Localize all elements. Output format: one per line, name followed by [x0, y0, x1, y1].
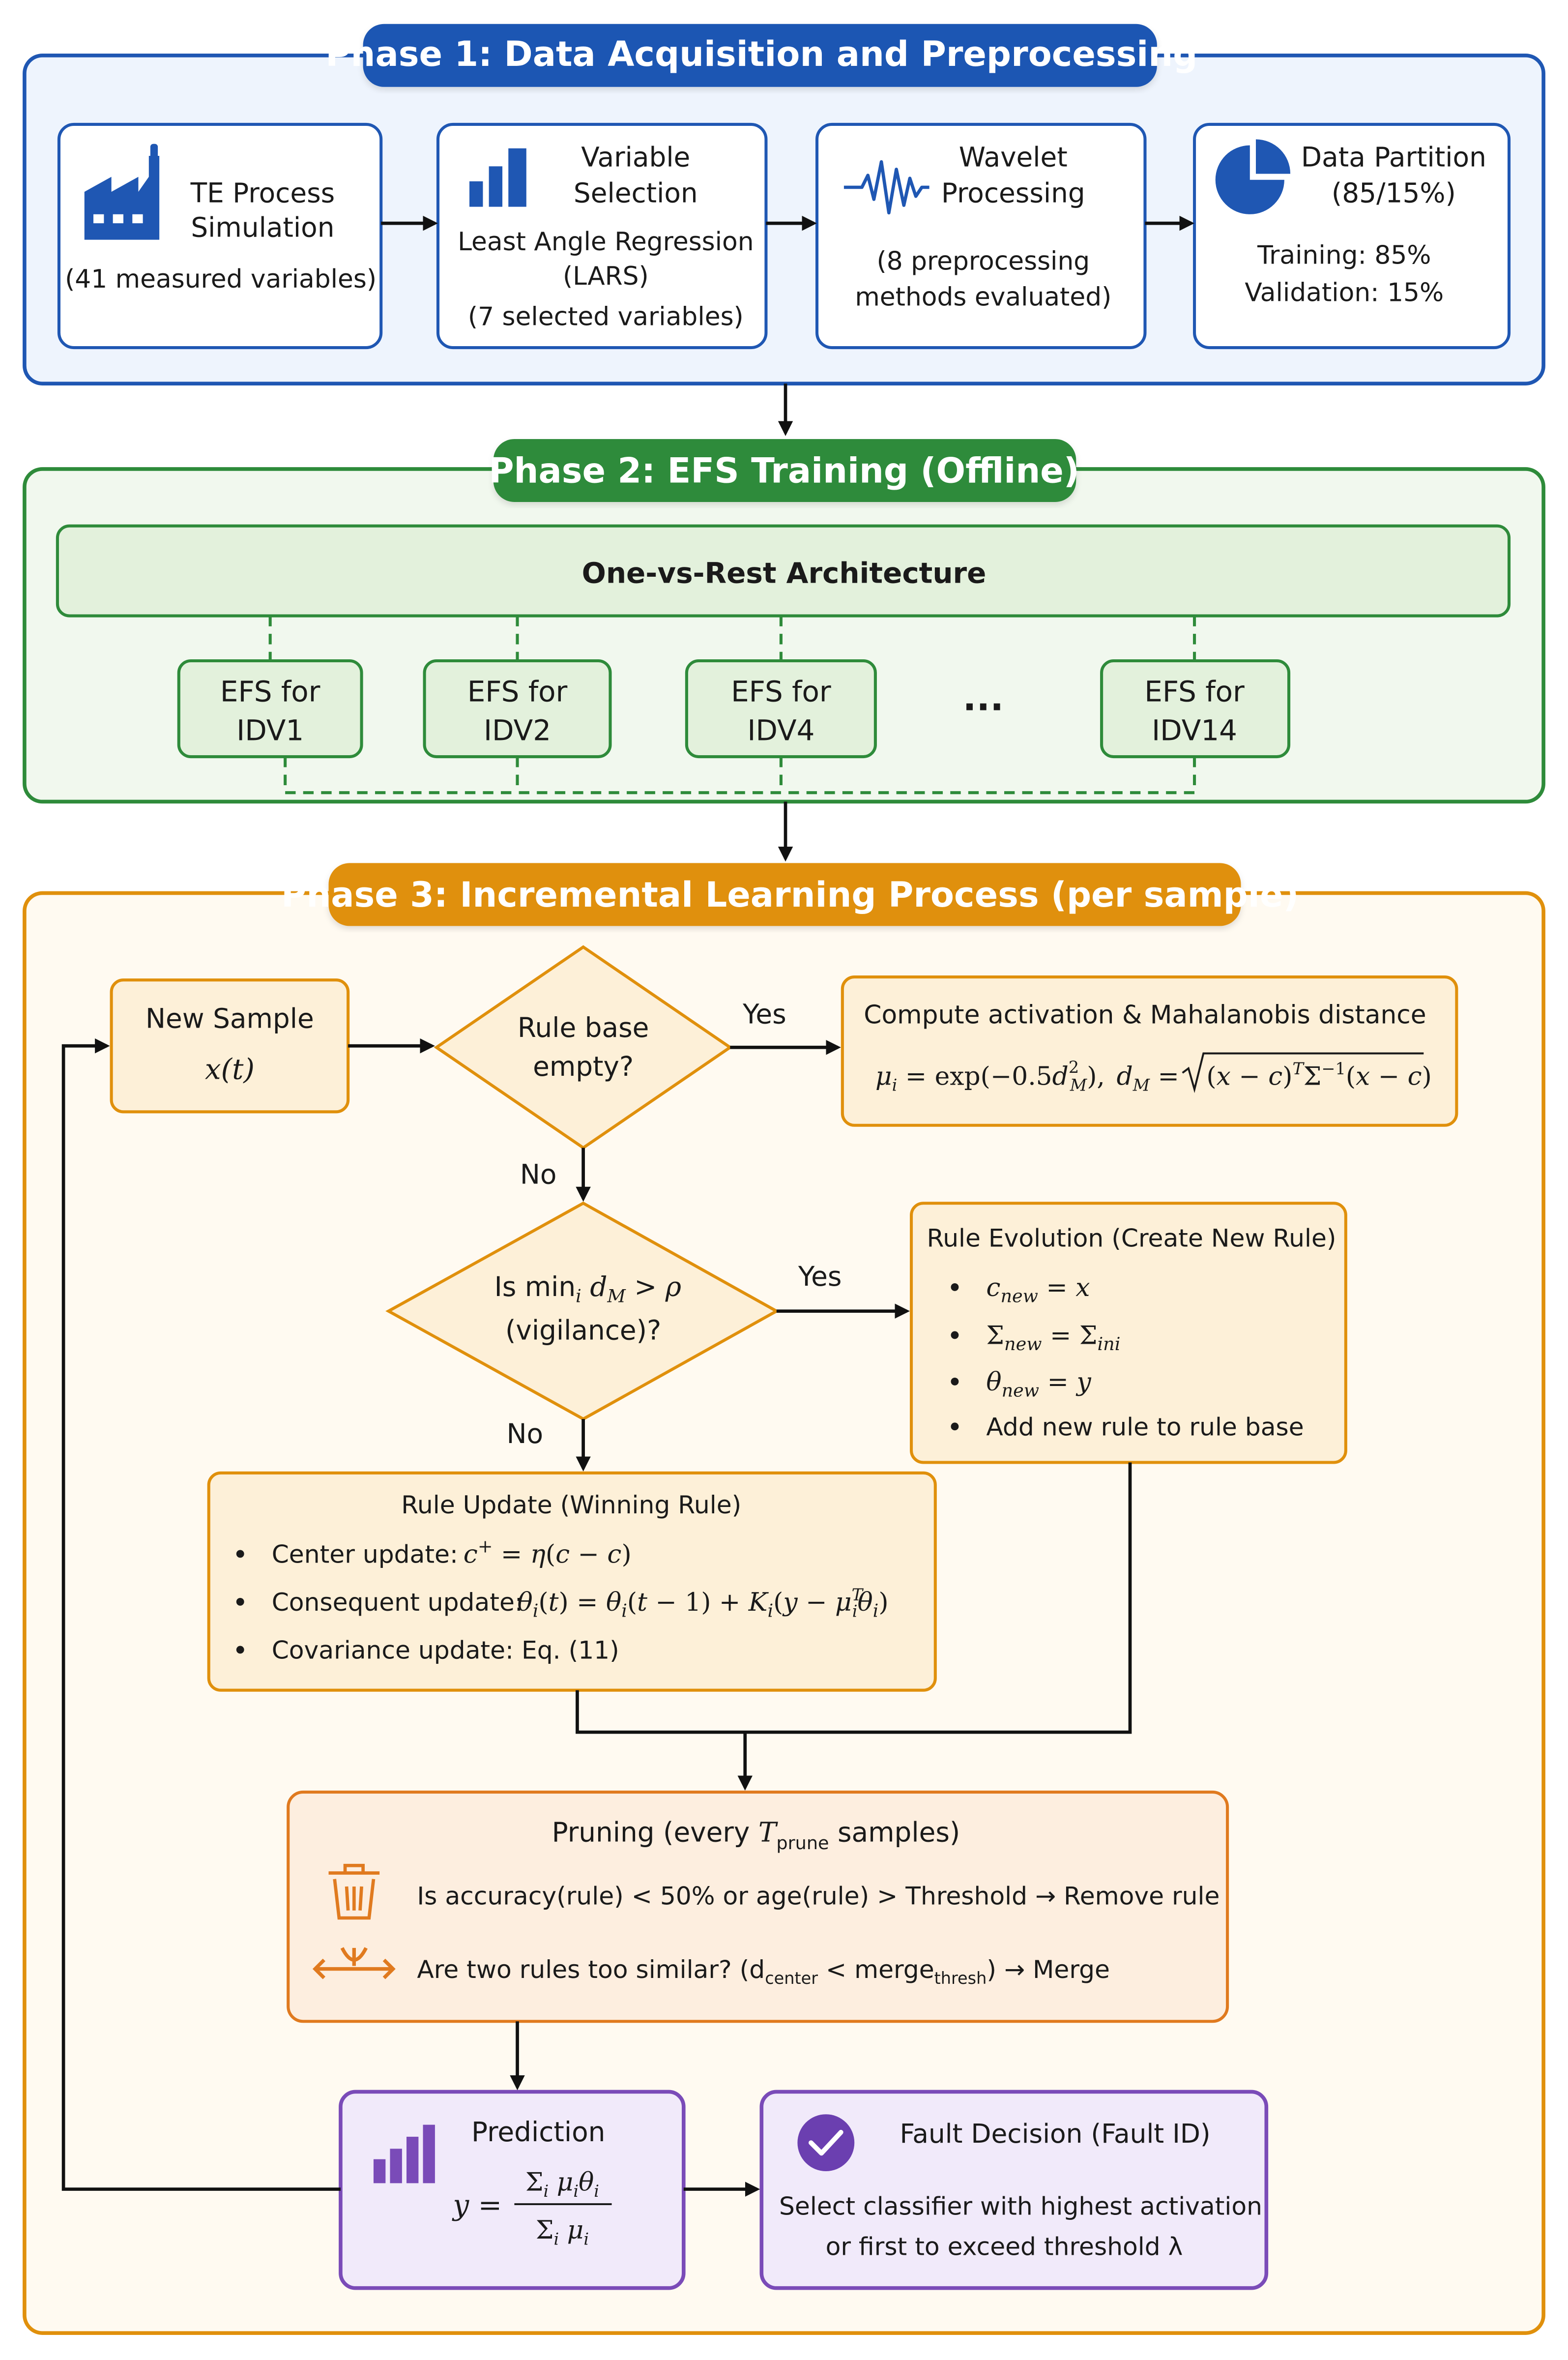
wavelet-title-line2: Processing	[941, 177, 1085, 208]
data-partition-title-line1: Data Partition	[1301, 141, 1486, 173]
efs-idv1-box	[177, 659, 363, 759]
wavelet-title-line1: Wavelet	[959, 141, 1068, 173]
pie-chart-icon	[1215, 139, 1291, 214]
decision2-formula: Is mini dM > ρ	[494, 1271, 681, 1306]
phase1-title: Phase 1: Data Acquisition and Preprocess…	[325, 34, 1197, 74]
phase2-title: Phase 2: EFS Training (Offline)	[489, 450, 1079, 491]
svg-text:cnew = x: cnew = x	[986, 1273, 1090, 1306]
wavelet-body-line1: (8 preprocessing	[876, 247, 1090, 276]
pruning-box	[287, 1790, 1229, 2023]
te-process-title-line2: Simulation	[191, 212, 334, 243]
fault-decision-line1: Select classifier with highest activatio…	[779, 2191, 1262, 2220]
decision2-line2: (vigilance)?	[505, 1315, 661, 1346]
new-sample-title: New Sample	[145, 1003, 314, 1034]
te-process-title-line1: TE Process	[190, 177, 335, 208]
rule-evolution-box	[909, 1202, 1347, 1464]
compute-activation-box	[841, 975, 1458, 1127]
decision2-yes-label: Yes	[798, 1261, 842, 1292]
wavelet-body-line2: methods evaluated)	[855, 283, 1111, 312]
phase3-arrows	[61, 1038, 1132, 2197]
efs-ellipsis: ···	[963, 686, 1004, 728]
merge-icon	[312, 1947, 396, 1979]
efs-idv14-line2: IDV14	[1152, 714, 1237, 747]
rule-evolution-title: Rule Evolution (Create New Rule)	[927, 1224, 1336, 1253]
new-sample-box	[110, 978, 350, 1114]
variable-selection-body-line1: Least Angle Regression	[458, 227, 754, 257]
te-process-body: (41 measured variables)	[65, 265, 377, 294]
rule-update-list	[236, 1550, 244, 1654]
svg-text:y =: y =	[451, 2188, 502, 2221]
factory-icon	[84, 144, 160, 240]
rule-update-title: Rule Update (Winning Rule)	[401, 1490, 741, 1519]
variable-selection-body-line3: (7 selected variables)	[468, 302, 744, 331]
efs-idv2-line1: EFS for	[467, 675, 568, 708]
svg-text:θnew = y: θnew = y	[986, 1367, 1091, 1401]
efs-idv1-line1: EFS for	[220, 675, 320, 708]
bar-chart-icon	[469, 148, 526, 207]
prediction-chart-icon	[373, 2124, 435, 2183]
svg-text:(x − c)TΣ−1(x − c): (x − c)TΣ−1(x − c)	[1206, 1059, 1431, 1091]
decision2-no-label: No	[506, 1418, 543, 1449]
prediction-formula: y = Σi μiθi Σi μi	[451, 2168, 612, 2248]
variable-selection-title-line1: Variable	[581, 141, 690, 173]
fault-decision-line2: or first to exceed threshold λ	[826, 2232, 1183, 2261]
phase3-title: Phase 3: Incremental Learning Process (p…	[281, 875, 1299, 915]
te-process-box	[57, 122, 383, 350]
data-partition-body-line1: Training: 85%	[1257, 240, 1431, 270]
rule-base-empty-decision	[434, 945, 733, 1150]
trash-icon	[328, 1863, 380, 1920]
phase3-title-banner	[328, 863, 1241, 926]
phase2-title-banner	[493, 439, 1076, 502]
efs-idv14-line1: EFS for	[1144, 675, 1245, 708]
remove-rule-text: Is accuracy(rule) < 50% or age(rule) > T…	[417, 1882, 1220, 1911]
rule-evolution-list: cnew = x Σnew = Σini θnew = y	[951, 1273, 1120, 1431]
data-partition-body-line2: Validation: 15%	[1245, 278, 1444, 308]
compute-activation-title: Compute activation & Mahalanobis distanc…	[864, 1001, 1426, 1030]
pruning-title: Pruning (every Tprune samples)	[552, 1817, 960, 1854]
svg-text:dM =: dM =	[1117, 1062, 1179, 1094]
consequent-update-label: Consequent update:	[272, 1588, 523, 1617]
wave-icon	[843, 160, 929, 215]
efs-idv4-line2: IDV4	[747, 714, 814, 747]
efs-idv14-box	[1100, 659, 1291, 759]
efs-idv2-box	[423, 659, 612, 759]
dashed-connectors	[268, 616, 1196, 795]
center-update-label: Center update:	[272, 1540, 458, 1569]
decision1-no-label: No	[520, 1159, 557, 1190]
svg-text:Σi μiθi: Σi μiθi	[525, 2168, 599, 2201]
decision1-line2: empty?	[533, 1051, 634, 1082]
merge-text: Are two rules too similar? (dcenter < me…	[417, 1955, 1110, 1988]
prediction-title: Prediction	[471, 2116, 605, 2148]
rule-evolution-add-rule: Add new rule to rule base	[986, 1413, 1304, 1442]
fault-decision-box	[759, 2090, 1269, 2290]
covariance-update-text: Covariance update: Eq. (11)	[272, 1636, 619, 1665]
efs-idv4-box	[685, 659, 877, 759]
variable-selection-body-line2: (LARS)	[563, 262, 649, 291]
svg-text:TE Process: TE Process	[190, 177, 335, 208]
phase1-title-banner	[363, 24, 1157, 87]
variable-selection-title-line2: Selection	[574, 177, 698, 208]
efs-idv4-line1: EFS for	[731, 675, 831, 708]
rule-update-box	[207, 1471, 937, 1692]
svg-text:Σi μi: Σi μi	[536, 2215, 589, 2248]
data-partition-title-line2: (85/15%)	[1332, 177, 1456, 208]
fault-decision-title: Fault Decision (Fault ID)	[900, 2118, 1210, 2149]
architecture-box	[56, 524, 1511, 618]
efs-idv2-line2: IDV2	[484, 714, 551, 747]
decision1-yes-label: Yes	[742, 999, 786, 1030]
efs-idv1-line2: IDV1	[236, 714, 304, 747]
decision1-line1: Rule base	[518, 1012, 649, 1043]
architecture-label: One-vs-Rest Architecture	[582, 557, 987, 590]
checkmark-icon	[797, 2114, 855, 2171]
new-sample-var: x(t)	[205, 1052, 255, 1086]
svg-text:Simulation: Simulation	[191, 212, 334, 243]
